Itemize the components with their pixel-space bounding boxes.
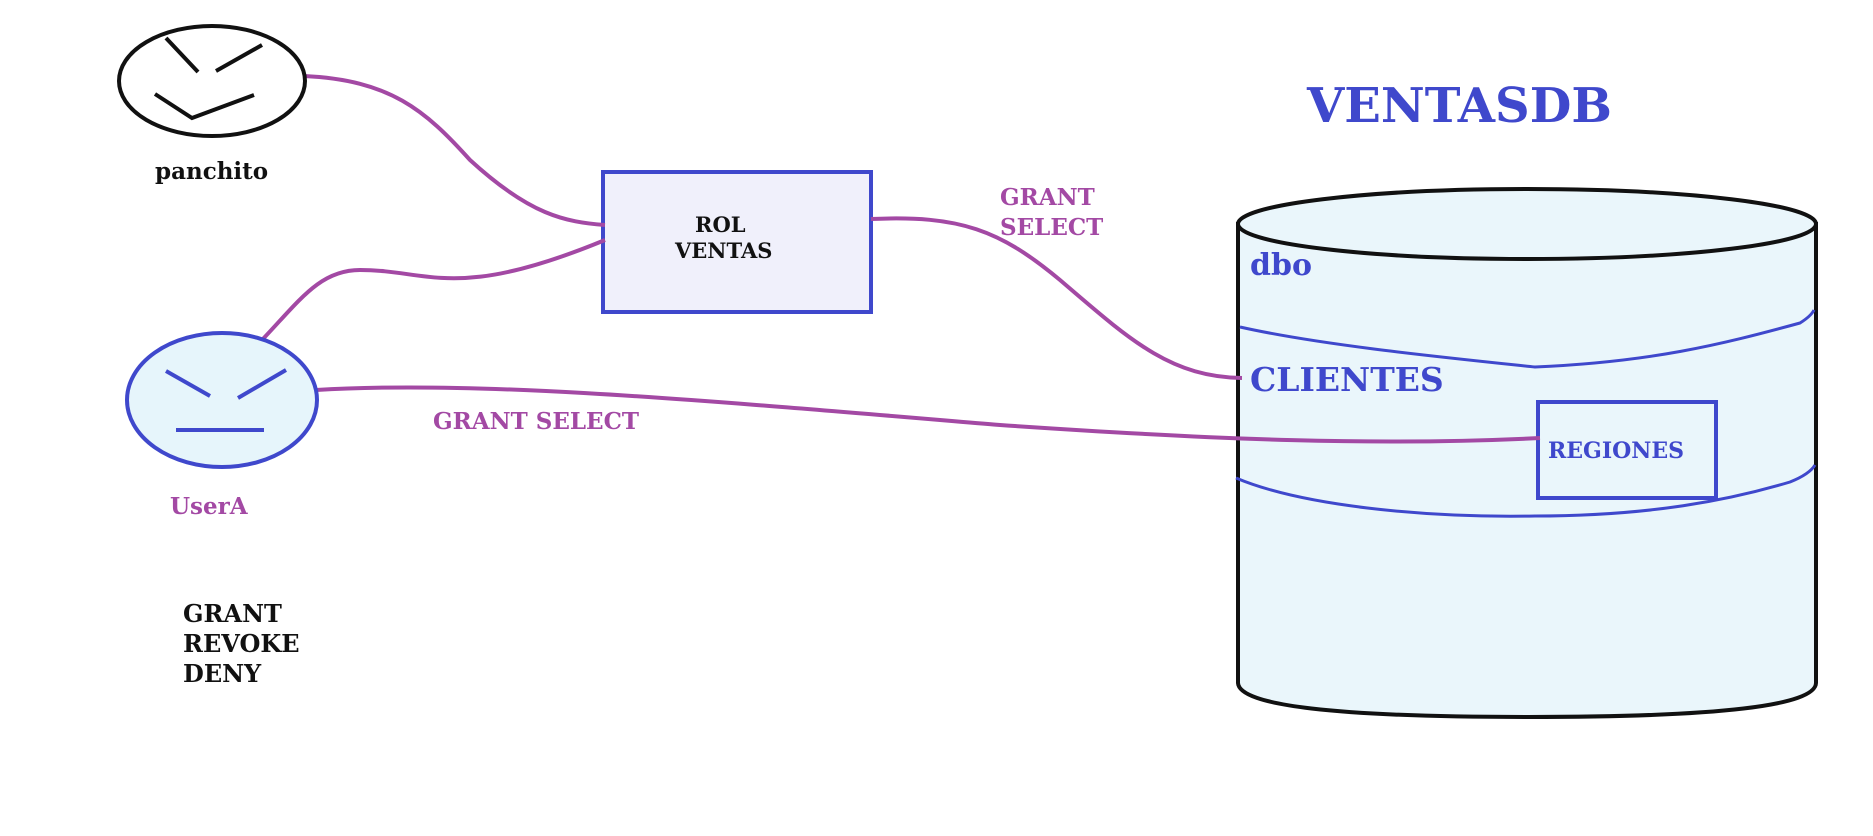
connector-panchito-role xyxy=(303,74,606,227)
usera-right-eye xyxy=(236,368,288,400)
grant-user-label: GRANT SELECT xyxy=(433,408,640,435)
panchito-avatar xyxy=(117,24,307,138)
cylinder-body xyxy=(1236,222,1818,720)
usera-left-eye xyxy=(165,369,211,398)
schema-label: dbo xyxy=(1250,248,1312,283)
role-label-line2: VENTAS xyxy=(675,238,773,263)
diagram-title: VENTASDB xyxy=(1307,78,1612,134)
connector-role-clientes xyxy=(870,216,1243,380)
cylinder-top xyxy=(1236,187,1818,261)
role-label-line1: ROL xyxy=(695,212,746,237)
table-regiones-label: REGIONES xyxy=(1548,438,1685,464)
command-revoke: REVOKE xyxy=(183,629,300,658)
panchito-face xyxy=(117,24,307,138)
connector-usera-role xyxy=(260,238,606,342)
usera-avatar xyxy=(125,331,319,469)
command-deny: DENY xyxy=(183,659,262,688)
user-panchito-label: panchito xyxy=(155,158,269,185)
panchito-mouth xyxy=(153,92,255,121)
usera-face xyxy=(125,331,319,469)
regiones-box xyxy=(1536,400,1718,500)
grant-role-label-line1: GRANT xyxy=(1000,184,1095,211)
role-box xyxy=(601,170,873,314)
database-cylinder xyxy=(1235,187,1818,720)
panchito-right-eye xyxy=(215,43,263,73)
panchito-left-eye xyxy=(164,36,200,74)
schema-divider-line-bottom xyxy=(1235,464,1817,518)
connector-usera-regiones xyxy=(315,385,1541,444)
table-clientes-label: CLIENTES xyxy=(1250,360,1444,399)
schema-divider-line-top xyxy=(1239,309,1816,369)
command-grant: GRANT xyxy=(183,599,282,628)
user-usera-label: UserA xyxy=(170,493,248,520)
grant-role-label-line2: SELECT xyxy=(1000,214,1104,241)
